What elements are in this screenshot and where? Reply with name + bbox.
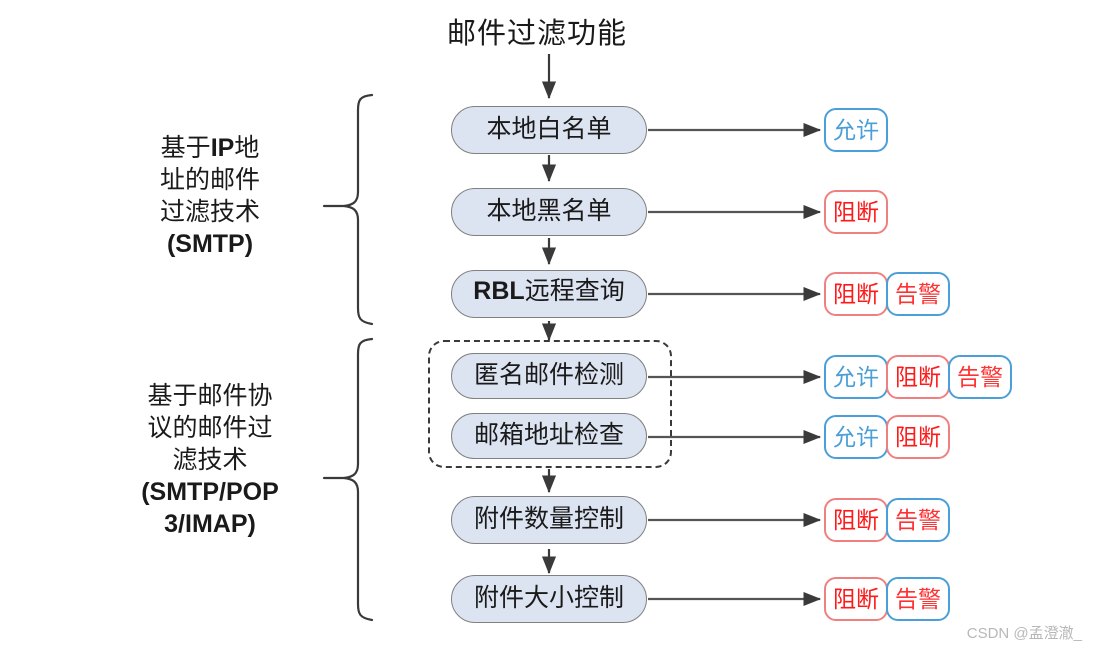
group-0-line-0: 基于IP地	[160, 134, 260, 162]
group-label-protocol-based: 基于邮件协 议的邮件过 滤技术 (SMTP/POP 3/IMAP)	[100, 380, 320, 540]
badge-block[interactable]: 阻断	[824, 577, 888, 621]
badge-block[interactable]: 阻断	[886, 415, 950, 459]
node-anonymous-mail-detection[interactable]: 匿名邮件检测	[451, 353, 647, 399]
node-attachment-count-control[interactable]: 附件数量控制	[451, 496, 647, 544]
action-row-node3: 允许 阻断 告警	[824, 355, 1012, 399]
action-row-node4: 允许 阻断	[824, 415, 950, 459]
group-0-line-3: (SMTP)	[166, 230, 254, 258]
brace-group-0	[322, 93, 374, 326]
page-title-text: 邮件过滤功能	[446, 18, 627, 50]
node-local-blacklist[interactable]: 本地黑名单	[451, 188, 647, 236]
watermark: CSDN @孟澄澈_	[966, 625, 1082, 642]
dashed-subgroup-box	[428, 340, 672, 468]
node-label: 匿名邮件检测	[473, 361, 624, 389]
node-local-whitelist[interactable]: 本地白名单	[451, 106, 647, 154]
group-0-line-1: 址的邮件	[159, 166, 260, 194]
action-row-node1: 阻断	[824, 190, 888, 234]
action-row-node5: 阻断 告警	[824, 498, 950, 542]
action-row-node6: 阻断 告警	[824, 577, 950, 621]
badge-block[interactable]: 阻断	[824, 272, 888, 316]
action-row-node2: 阻断 告警	[824, 272, 950, 316]
badge-warn[interactable]: 告警	[948, 355, 1012, 399]
badge-block[interactable]: 阻断	[824, 498, 888, 542]
badge-block[interactable]: 阻断	[824, 190, 888, 234]
action-row-node0: 允许	[824, 108, 888, 152]
page-title: 邮件过滤功能	[0, 10, 1094, 52]
group-1-line-0: 基于邮件协	[147, 382, 273, 410]
group-1-line-4: 3/IMAP)	[164, 510, 256, 538]
badge-allow[interactable]: 允许	[824, 415, 888, 459]
node-label: 附件数量控制	[473, 505, 624, 533]
group-1-line-2: 滤技术	[172, 446, 248, 474]
badge-warn[interactable]: 告警	[886, 577, 950, 621]
badge-warn[interactable]: 告警	[886, 272, 950, 316]
node-label: RBL远程查询	[473, 277, 625, 305]
group-1-line-3: (SMTP/POP	[141, 478, 279, 506]
node-label: 本地黑名单	[486, 197, 612, 225]
node-attachment-size-control[interactable]: 附件大小控制	[451, 575, 647, 623]
brace-group-1	[322, 337, 374, 622]
node-mailbox-address-check[interactable]: 邮箱地址检查	[451, 413, 647, 459]
badge-allow[interactable]: 允许	[824, 355, 888, 399]
node-label: 本地白名单	[486, 115, 612, 143]
badge-warn[interactable]: 告警	[886, 498, 950, 542]
node-rbl-remote-query[interactable]: RBL远程查询	[451, 270, 647, 318]
group-1-line-1: 议的邮件过	[147, 414, 273, 442]
badge-allow[interactable]: 允许	[824, 108, 888, 152]
badge-block[interactable]: 阻断	[886, 355, 950, 399]
node-label: 邮箱地址检查	[473, 421, 624, 449]
group-0-line-2: 过滤技术	[159, 198, 260, 226]
group-label-ip-based: 基于IP地 址的邮件 过滤技术 (SMTP)	[100, 132, 320, 260]
node-label: 附件大小控制	[473, 584, 624, 612]
